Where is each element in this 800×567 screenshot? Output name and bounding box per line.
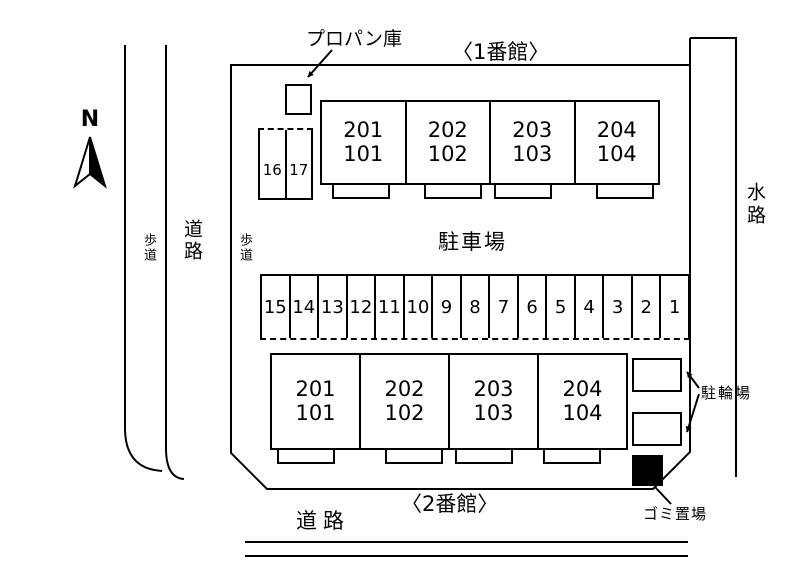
unit-number-upper: 204 bbox=[596, 118, 637, 143]
building1-porch-4 bbox=[596, 183, 654, 199]
bicycle-parking-box-top bbox=[632, 358, 682, 392]
unit-number-upper: 202 bbox=[427, 118, 468, 143]
waterway-line bbox=[690, 37, 737, 477]
bicycle-parking-box-bottom bbox=[632, 412, 682, 446]
parking-area-label: 駐車場 bbox=[438, 230, 507, 254]
bicycle-arrow-top bbox=[686, 371, 700, 389]
building2-unit-3: 203 103 bbox=[448, 355, 537, 448]
parking-spot-14: 14 bbox=[288, 276, 318, 338]
unit-number-upper: 203 bbox=[512, 118, 553, 143]
building2-title: 〈2番館〉 bbox=[401, 492, 499, 516]
unit-number-lower: 102 bbox=[427, 141, 468, 166]
parking-spot-4: 4 bbox=[573, 276, 603, 338]
waterway-label: 水路 bbox=[744, 182, 766, 228]
left-road-outer-line bbox=[124, 45, 163, 472]
building1-unit-2: 202 102 bbox=[404, 102, 490, 183]
building1-porch-1 bbox=[332, 183, 390, 199]
parking-spot-3: 3 bbox=[602, 276, 631, 338]
left-road-inner-line bbox=[165, 45, 185, 480]
building1-porch-3 bbox=[494, 183, 552, 199]
parking-spot-6: 6 bbox=[516, 276, 546, 338]
unit-number-lower: 104 bbox=[596, 141, 637, 166]
building2-unit-2: 202 102 bbox=[359, 355, 448, 448]
building1-unit-3: 203 103 bbox=[489, 102, 574, 183]
bicycle-arrow-bottom bbox=[685, 393, 700, 433]
building1-title: 〈1番館〉 bbox=[452, 40, 550, 64]
parking-spot-5: 5 bbox=[545, 276, 574, 338]
unit-number-upper: 204 bbox=[562, 377, 603, 402]
unit-number-lower: 103 bbox=[473, 400, 514, 425]
parking-spot-10: 10 bbox=[402, 276, 432, 338]
unit-number-upper: 201 bbox=[295, 377, 336, 402]
propane-label: プロパン庫 bbox=[306, 28, 402, 50]
inner-walkway-label: 歩道 bbox=[237, 233, 252, 263]
unit-number-upper: 202 bbox=[384, 377, 425, 402]
building2-porch-2 bbox=[385, 448, 443, 464]
unit-number-upper: 203 bbox=[473, 377, 514, 402]
parking-spot-9: 9 bbox=[431, 276, 460, 338]
building-1: 201 101 202 102 203 103 204 104 bbox=[320, 100, 660, 185]
parking-spot-11: 11 bbox=[374, 276, 403, 338]
building2-porch-4 bbox=[543, 448, 601, 464]
building2-porch-3 bbox=[455, 448, 513, 464]
building2-unit-4: 204 104 bbox=[537, 355, 626, 448]
compass-north-label: N bbox=[80, 107, 100, 132]
parking-spot-2: 2 bbox=[630, 276, 660, 338]
compass-needle-left-half bbox=[73, 136, 91, 189]
unit-number-upper: 201 bbox=[343, 118, 384, 143]
parking-spot-16: 16 bbox=[262, 161, 282, 179]
left-road-label: 道路 bbox=[181, 219, 203, 263]
garbage-pointer-line bbox=[654, 486, 672, 505]
side-parking-spots: 16 17 bbox=[258, 128, 313, 200]
unit-number-lower: 101 bbox=[343, 141, 384, 166]
parking-spot-8: 8 bbox=[459, 276, 489, 338]
garbage-box bbox=[632, 455, 663, 486]
bicycle-parking-label: 駐輪場 bbox=[701, 384, 753, 402]
propane-storage-box bbox=[285, 84, 312, 115]
parking-spot-7: 7 bbox=[488, 276, 517, 338]
parking-spot-17: 17 bbox=[284, 130, 312, 198]
building1-unit-4: 204 104 bbox=[573, 102, 659, 183]
parking-spot-1: 1 bbox=[659, 276, 688, 338]
unit-number-lower: 102 bbox=[384, 400, 425, 425]
building-2: 201 101 202 102 203 103 204 104 bbox=[270, 353, 628, 450]
propane-arrow bbox=[307, 49, 333, 78]
building2-porch-1 bbox=[277, 448, 335, 464]
parking-spot-12: 12 bbox=[345, 276, 375, 338]
building1-porch-2 bbox=[424, 183, 482, 199]
compass-needle-right-half bbox=[89, 136, 107, 189]
unit-number-lower: 104 bbox=[562, 400, 603, 425]
building2-unit-1: 201 101 bbox=[272, 355, 359, 448]
unit-number-lower: 101 bbox=[295, 400, 336, 425]
property-boundary bbox=[230, 38, 691, 490]
bottom-road-label: 道路 bbox=[296, 509, 350, 533]
parking-spot-13: 13 bbox=[317, 276, 346, 338]
unit-number-lower: 103 bbox=[512, 141, 553, 166]
garbage-area-label: ゴミ置場 bbox=[643, 505, 708, 523]
left-sidewalk-label: 歩道 bbox=[141, 233, 156, 263]
building1-unit-1: 201 101 bbox=[322, 102, 405, 183]
parking-spot-15: 15 bbox=[263, 296, 287, 318]
parking-row: 15 14 13 12 11 10 9 8 7 6 5 4 3 2 1 bbox=[260, 274, 690, 340]
